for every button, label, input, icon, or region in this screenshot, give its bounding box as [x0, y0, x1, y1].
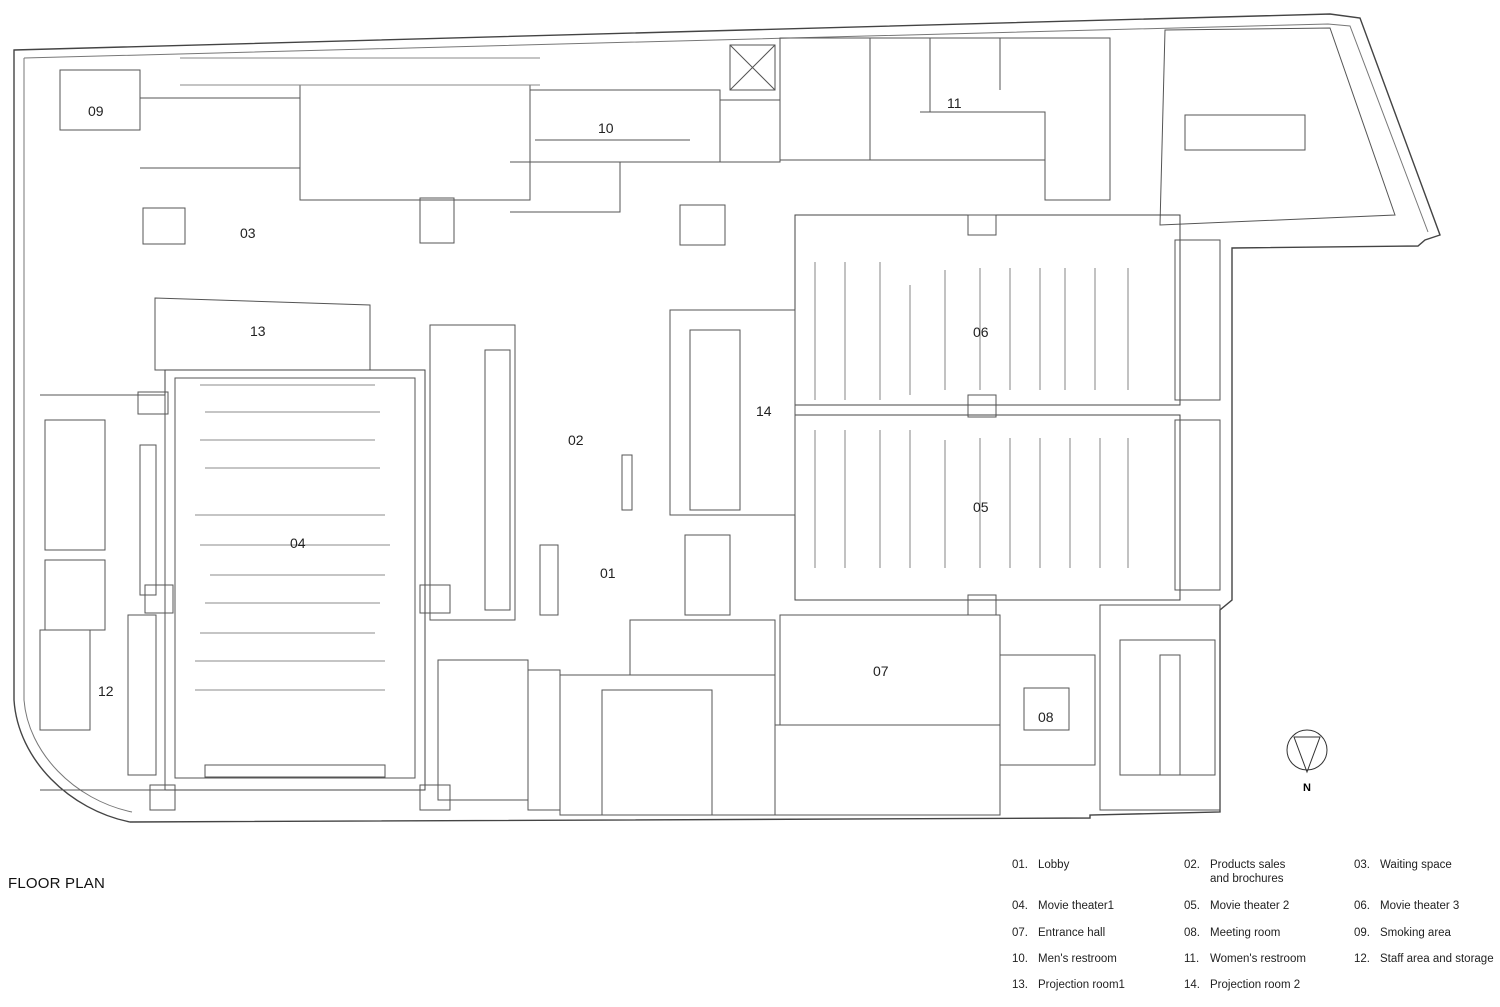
legend-item-13: 13. Projection room1: [1012, 978, 1125, 992]
room-label-06: 06: [973, 324, 989, 340]
room-label-04: 04: [290, 535, 306, 551]
legend-text: Women's restroom: [1210, 953, 1306, 965]
legend-item-07: 07. Entrance hall: [1012, 926, 1105, 940]
legend-text: Smoking area: [1380, 927, 1451, 939]
legend-text: Movie theater 3: [1380, 900, 1460, 912]
legend-item-06: 06. Movie theater 3: [1354, 899, 1459, 913]
legend-text: Entrance hall: [1038, 927, 1106, 939]
legend-num: 06.: [1354, 900, 1370, 912]
legend-text: Movie theater1: [1038, 900, 1115, 912]
legend-num: 11.: [1184, 953, 1200, 965]
legend-item-04: 04. Movie theater1: [1012, 899, 1114, 913]
legend-num: 03.: [1354, 859, 1370, 871]
legend-text: Meeting room: [1210, 927, 1281, 939]
legend-text: Movie theater 2: [1210, 900, 1290, 912]
room-label-14: 14: [756, 403, 772, 419]
legend-item-02: 02. Products sales and brochures: [1184, 858, 1285, 886]
legend-text: Projection room 2: [1210, 979, 1301, 991]
legend-num: 13.: [1012, 979, 1028, 991]
legend-item-11: 11. Women's restroom: [1184, 952, 1306, 966]
outer-wall: [13, 13, 1441, 823]
legend-text: Products sales and brochures: [1210, 859, 1286, 885]
room-label-08: 08: [1038, 709, 1054, 725]
floor-plan: 01 02 03 04 05 06 07 08 09 10 11 12 13 1…: [13, 13, 1441, 823]
room-label-09: 09: [88, 103, 104, 119]
legend-item-01: 01. Lobby: [1012, 858, 1069, 872]
north-label: N: [1303, 782, 1311, 794]
legend-item-12: 12. Staff area and storage: [1354, 952, 1494, 966]
legend-num: 14.: [1184, 979, 1200, 991]
plan-title: FLOOR PLAN: [8, 875, 106, 892]
legend-item-03: 03. Waiting space: [1354, 858, 1452, 872]
legend-text: Staff area and storage: [1380, 953, 1494, 965]
legend-text: Men's restroom: [1038, 953, 1117, 965]
north-arrow: N: [1286, 729, 1328, 794]
legend-item-14: 14. Projection room 2: [1184, 978, 1300, 992]
room-label-05: 05: [973, 499, 989, 515]
legend-num: 10.: [1012, 953, 1028, 965]
legend-text: Lobby: [1038, 859, 1070, 871]
room-label-07: 07: [873, 663, 889, 679]
legend-item-08: 08. Meeting room: [1184, 926, 1280, 940]
room-label-11: 11: [947, 95, 962, 111]
legend-num: 12.: [1354, 953, 1370, 965]
legend-item-09: 09. Smoking area: [1354, 926, 1451, 940]
legend-num: 09.: [1354, 927, 1370, 939]
legend-item-10: 10. Men's restroom: [1012, 952, 1117, 966]
legend-num: 01.: [1012, 859, 1028, 871]
room-label-02: 02: [568, 432, 584, 448]
legend-item-05: 05. Movie theater 2: [1184, 899, 1289, 913]
legend: 01. Lobby 02. Products sales and brochures…: [1012, 858, 1498, 1003]
room-label-12: 12: [98, 683, 114, 699]
legend-num: 08.: [1184, 927, 1200, 939]
legend-num: 02.: [1184, 859, 1200, 871]
room-label-03: 03: [240, 225, 256, 241]
room-label-13: 13: [250, 323, 266, 339]
legend-text: Waiting space: [1380, 859, 1452, 871]
legend-num: 04.: [1012, 900, 1028, 912]
room-label-01: 01: [600, 565, 616, 581]
room-label-10: 10: [598, 120, 614, 136]
legend-num: 05.: [1184, 900, 1200, 912]
legend-num: 07.: [1012, 927, 1028, 939]
legend-text: Projection room1: [1038, 979, 1125, 991]
